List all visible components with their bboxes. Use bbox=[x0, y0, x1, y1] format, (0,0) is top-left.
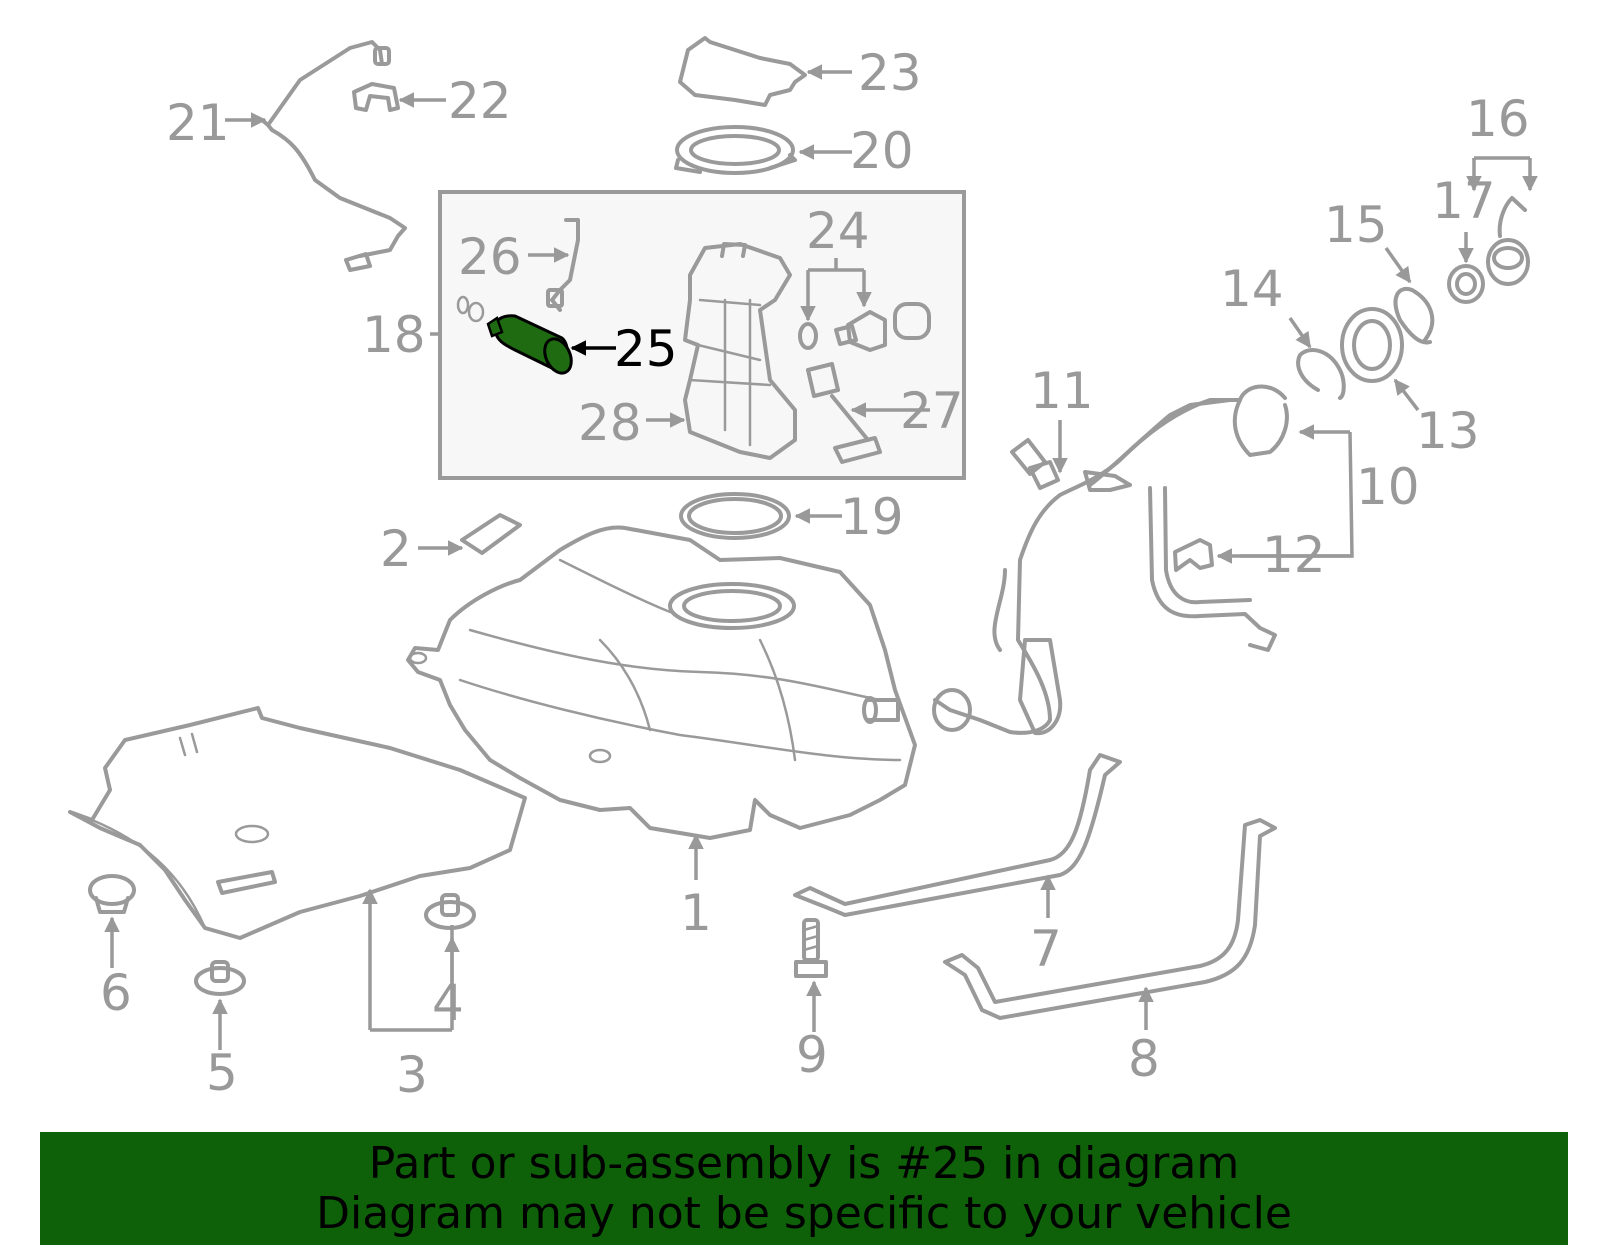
info-banner: Part or sub-assembly is #25 in diagram D… bbox=[40, 1132, 1568, 1245]
label-15: 15 bbox=[1324, 196, 1388, 254]
label-7: 7 bbox=[1030, 920, 1062, 978]
label-22: 22 bbox=[448, 72, 512, 130]
label-20: 20 bbox=[850, 122, 914, 180]
label-19: 19 bbox=[840, 488, 904, 546]
label-17: 17 bbox=[1432, 172, 1496, 230]
part-26-wire-harness[interactable] bbox=[546, 218, 580, 312]
part-27-fuel-sender[interactable] bbox=[806, 362, 882, 464]
part-11-bolt[interactable] bbox=[1010, 438, 1060, 490]
label-4: 4 bbox=[432, 974, 464, 1032]
part-7-tank-band[interactable] bbox=[793, 753, 1122, 917]
label-1: 1 bbox=[680, 884, 712, 942]
part-12-clamp[interactable] bbox=[1173, 538, 1214, 572]
part-24-pressure-regulator[interactable] bbox=[798, 302, 931, 352]
part-14-ring[interactable] bbox=[1296, 348, 1346, 400]
label-16: 16 bbox=[1466, 90, 1530, 148]
part-10-filler-pipe[interactable] bbox=[932, 384, 1289, 736]
label-2: 2 bbox=[380, 520, 412, 578]
part-9-bolt[interactable] bbox=[794, 918, 828, 978]
label-9: 9 bbox=[796, 1026, 828, 1084]
label-24: 24 bbox=[806, 202, 870, 260]
part-15-ring[interactable] bbox=[1393, 286, 1435, 345]
label-10: 10 bbox=[1356, 458, 1420, 516]
part-22-clamp[interactable] bbox=[352, 82, 400, 112]
banner-line-1: Part or sub-assembly is #25 in diagram bbox=[368, 1137, 1240, 1189]
part-16-fuel-cap[interactable] bbox=[1486, 196, 1530, 286]
part-13-gasket[interactable] bbox=[1340, 307, 1404, 383]
label-6: 6 bbox=[100, 964, 132, 1022]
part-8-tank-band[interactable] bbox=[943, 818, 1277, 1020]
label-14: 14 bbox=[1220, 260, 1284, 318]
part-4-grommet[interactable] bbox=[424, 893, 476, 930]
part-17-gasket[interactable] bbox=[1447, 264, 1485, 304]
part-5-grommet[interactable] bbox=[194, 960, 246, 996]
label-28: 28 bbox=[578, 394, 642, 452]
label-23: 23 bbox=[858, 44, 922, 102]
label-12: 12 bbox=[1262, 526, 1326, 584]
part-23-cover[interactable] bbox=[678, 36, 807, 107]
label-18: 18 bbox=[362, 306, 426, 364]
part-20-retainer-ring[interactable] bbox=[674, 125, 797, 175]
part-3-under-cover[interactable] bbox=[68, 706, 527, 940]
label-25: 25 bbox=[614, 320, 678, 378]
part-25-fuel-pump[interactable] bbox=[456, 295, 576, 377]
label-3: 3 bbox=[396, 1046, 428, 1104]
label-13: 13 bbox=[1416, 402, 1480, 460]
part-21-fuel-tube[interactable] bbox=[260, 40, 407, 272]
leader-lines bbox=[104, 64, 1538, 1050]
part-1-fuel-tank[interactable] bbox=[406, 525, 917, 840]
part-6-clip[interactable] bbox=[88, 874, 136, 914]
label-26: 26 bbox=[458, 228, 522, 286]
label-8: 8 bbox=[1128, 1030, 1160, 1088]
banner-line-2: Diagram may not be specific to your vehi… bbox=[316, 1187, 1292, 1239]
part-19-gasket[interactable] bbox=[679, 492, 791, 540]
label-5: 5 bbox=[206, 1044, 238, 1102]
label-21: 21 bbox=[166, 94, 230, 152]
part-2-pad[interactable] bbox=[460, 513, 522, 555]
label-27: 27 bbox=[900, 382, 964, 440]
part-28-pump-body[interactable] bbox=[683, 242, 797, 460]
label-11: 11 bbox=[1030, 362, 1094, 420]
callout-labels: 1 2 3 4 5 6 7 8 9 10 11 12 13 14 15 16 1… bbox=[100, 44, 1530, 1104]
